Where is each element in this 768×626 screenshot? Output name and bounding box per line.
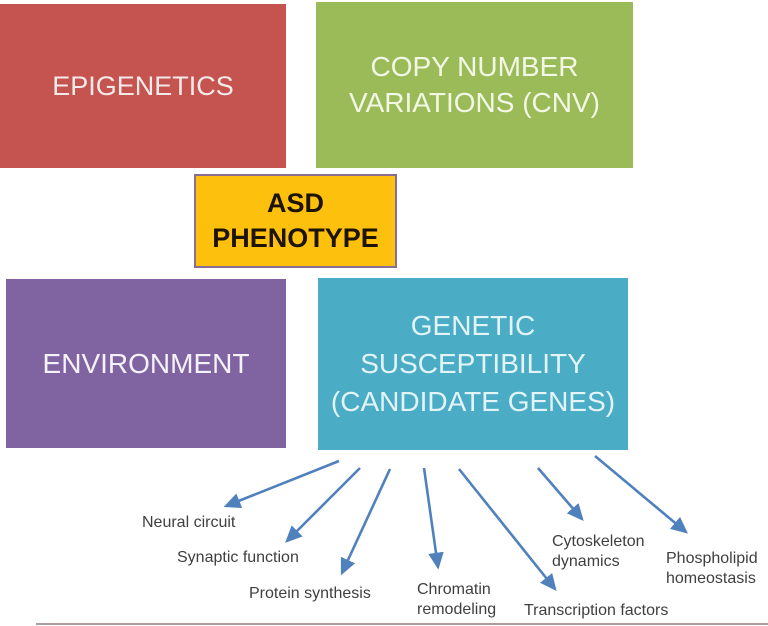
target-label-synaptic-function: Synaptic function (177, 548, 299, 568)
target-line: Protein synthesis (249, 585, 371, 602)
asd-phenotype-box: ASD PHENOTYPE (194, 174, 397, 268)
asd-label-line1: ASD (266, 188, 324, 218)
target-label-cytoskeleton-dynamics: Cytoskeleton dynamics (552, 532, 645, 572)
genetic-susceptibility-box: GENETIC SUSCEPTIBILITY (CANDIDATE GENES) (318, 278, 628, 450)
target-line: Phospholipid (666, 550, 758, 567)
arrow-to-cytoskeleton-dynamics (537, 467, 584, 521)
arrow-to-protein-synthesis (340, 468, 392, 576)
arrow-to-synaptic-function (285, 467, 361, 543)
asd-label-line2: PHENOTYPE (212, 223, 379, 253)
target-line: Neural circuit (142, 514, 236, 531)
target-label-phospholipid-homeostasis: Phospholipid homeostasis (666, 549, 758, 589)
genetic-label-line2: SUSCEPTIBILITY (360, 348, 586, 379)
environment-label: ENVIRONMENT (42, 347, 250, 379)
target-line: Synaptic function (177, 549, 299, 566)
target-line: Cytoskeleton (552, 533, 645, 550)
target-label-neural-circuit: Neural circuit (142, 513, 235, 533)
target-line: Transcription factors (524, 602, 669, 619)
target-line: Chromatin (417, 581, 491, 598)
arrow-to-neural-circuit (223, 459, 340, 508)
target-line: homeostasis (666, 570, 756, 587)
target-line: remodeling (417, 601, 497, 618)
target-label-transcription-factors: Transcription factors (524, 601, 668, 621)
target-label-chromatin-remodeling: Chromatin remodeling (417, 580, 496, 620)
arrow-to-phospholipid-homeostasis (594, 455, 688, 534)
arrow-to-transcription-factors (457, 468, 557, 592)
arrow-to-chromatin-remodeling (422, 467, 444, 570)
epigenetics-label: EPIGENETICS (52, 70, 234, 101)
genetic-label-line3: (CANDIDATE GENES) (330, 386, 616, 417)
environment-box: ENVIRONMENT (6, 279, 286, 448)
target-label-protein-synthesis: Protein synthesis (249, 584, 371, 604)
copy-number-variations-box: COPY NUMBER VARIATIONS (CNV) (316, 2, 633, 168)
bottom-crop-artifact (36, 623, 768, 625)
target-line: dynamics (552, 553, 620, 570)
epigenetics-box: EPIGENETICS (0, 4, 286, 168)
genetic-label-line1: GENETIC (410, 310, 536, 341)
cnv-label-line1: COPY NUMBER (370, 51, 579, 82)
cnv-label-line2: VARIATIONS (CNV) (349, 87, 600, 118)
